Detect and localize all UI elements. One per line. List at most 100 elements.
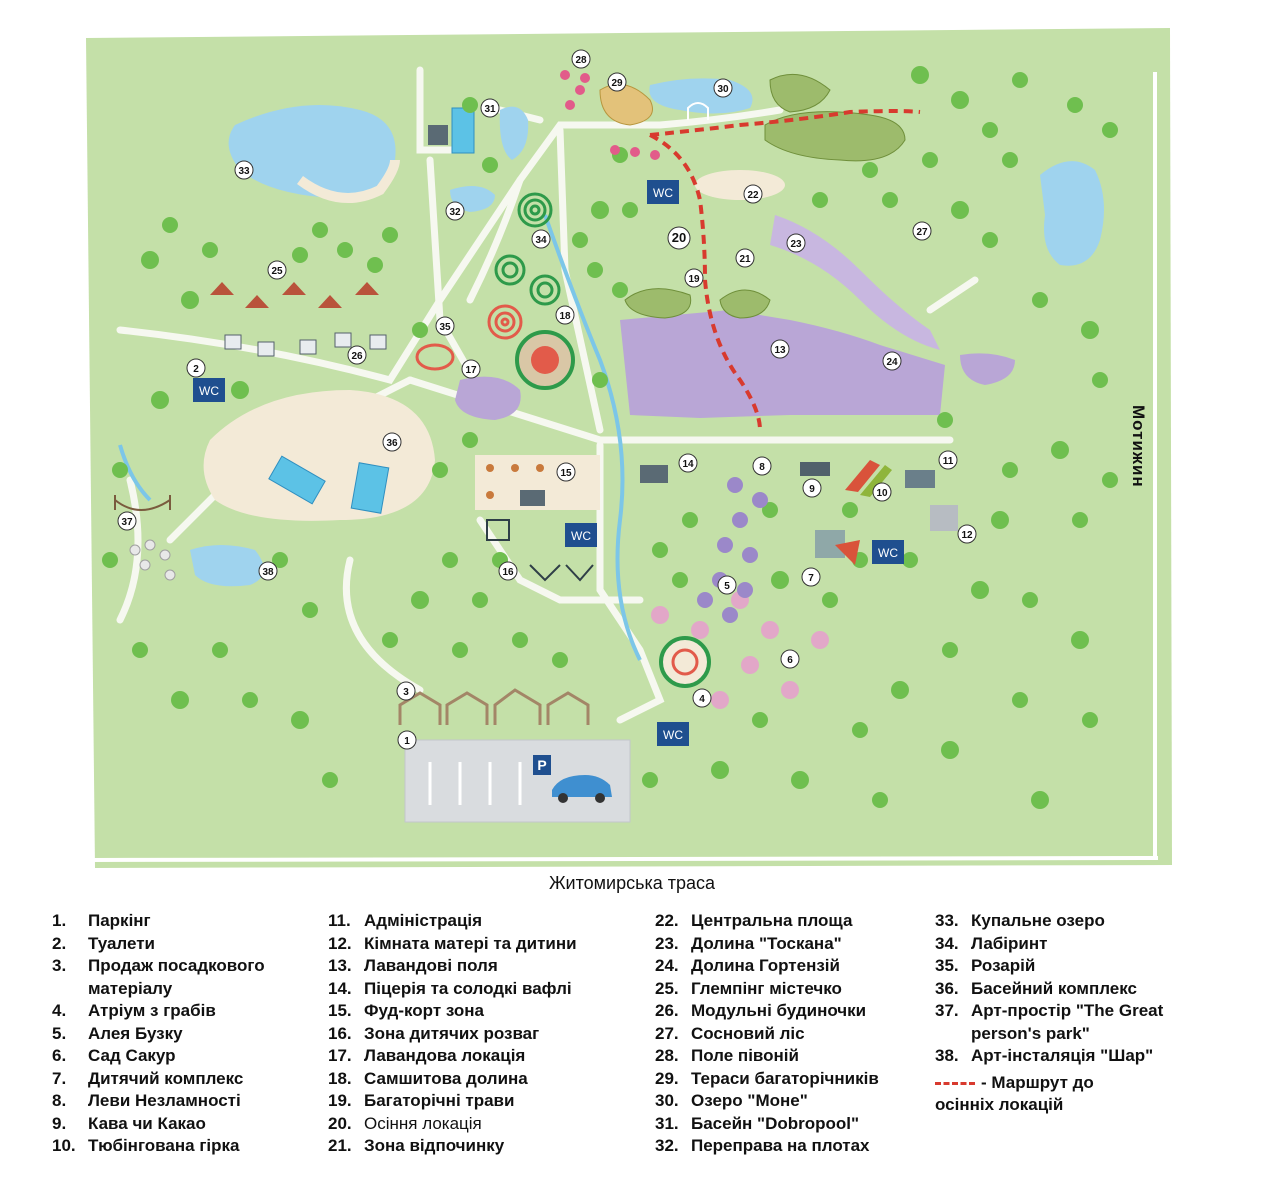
legend-item-number: 6. [52,1046,67,1065]
legend-item-number: 4. [52,1001,67,1020]
map-marker-number: 15 [560,468,572,479]
hornbeam-atrium [659,636,711,688]
map-marker-number: 28 [575,55,587,66]
legend-item-label: Сад Сакур [88,1046,176,1065]
kids-complex [815,530,860,565]
legend-item: 35.Розарій [935,955,1235,978]
legend-item-number: 29. [655,1068,679,1088]
legend-item: 7.Дитячий комплекс [52,1068,322,1091]
lake-bathing [228,105,396,199]
legend-item: 6. Сад Сакур [52,1045,322,1068]
legend-item-number: 20. [328,1113,352,1133]
map-marker-37: 37 [117,511,137,531]
legend-item-label: Басейн "Dobropool" [691,1113,860,1133]
glamping-tents [210,282,379,308]
legend-item: 28.Поле півоній [655,1045,930,1068]
legend-item: 15.Фуд-корт зона [328,1000,638,1023]
wc-sign-label: WC [199,384,219,398]
map-marker-16: 16 [498,561,518,581]
legend-item-number: 18. [328,1068,352,1088]
map-marker-number: 2 [193,364,199,375]
lavender-location-17 [455,376,521,420]
route-legend-line-1: - Маршрут до [981,1072,1094,1092]
legend-item: матеріалу [52,978,322,1001]
legend-item: 5.Алея Бузку [52,1023,322,1046]
lake-bathing-shore [297,159,400,203]
legend-item-label: Продаж посадкового [88,956,265,975]
wc-sign-label: WC [571,529,591,543]
map-marker-24: 24 [882,351,902,371]
legend-item-number: 7. [52,1068,67,1088]
legend-item-label: Тераси багаторічників [691,1068,879,1088]
legend-item-label: Долина Гортензій [691,956,840,975]
map-marker-26: 26 [347,345,367,365]
legend-item: 18.Самшитова долина [328,1068,638,1091]
legend-item: 38.Арт-інсталяція "Шар" [935,1045,1235,1068]
map-marker-number: 3 [403,687,409,698]
map-marker-14: 14 [678,453,698,473]
legend-item-number: 28. [655,1046,679,1065]
legend-item-label: Розарій [971,956,1036,975]
parking-lines [428,762,522,805]
map-marker-29: 29 [607,72,627,92]
perennial-grass-19b [719,289,771,319]
legend-item-label: Купальне озеро [971,911,1105,930]
legend-item-number: 9. [52,1113,67,1133]
legend-item-label: Багаторічні трави [364,1091,515,1110]
lavender-field-13 [620,310,945,418]
parking-sign [533,755,551,775]
map-marker-18: 18 [555,305,575,325]
legend-item: 14.Піцерія та солодкі вафлі [328,978,638,1001]
legend-item-label: person's park" [971,1023,1090,1043]
lilac-alley [697,477,768,623]
map-marker-number: 21 [739,254,751,265]
map-marker-number: 4 [699,694,705,705]
legend-item-number: 30. [655,1091,679,1110]
wc-sign-label: WC [878,546,898,560]
legend-item-number: 34. [935,933,959,953]
map-marker-1: 1 [397,730,417,750]
legend-item-number: 27. [655,1023,679,1043]
map-marker-number: 13 [774,345,786,356]
tubing-slide [845,460,892,497]
legend-item-label: Сосновий ліс [691,1023,805,1043]
map-marker-number: 27 [916,227,928,238]
map-marker-number: 11 [943,456,954,467]
food-court-tables [486,464,544,499]
legend-item-number: 8. [52,1091,67,1110]
legend-item-label: Туалети [88,933,156,953]
legend-item-number: 23. [655,933,679,953]
legend-item: 2. Туалети [52,933,322,956]
trees [102,66,1118,809]
legend-item: 36.Басейний комплекс [935,978,1235,1001]
stream-left [118,444,152,502]
legend-item-number: 24. [655,956,679,975]
gazebo-30 [687,102,709,120]
park-grass-area [86,28,1172,868]
wc-sign-label: WC [653,186,673,200]
legend-item: 31. Басейн "Dobropool" [655,1113,930,1136]
map-marker-number: 16 [502,567,514,578]
legend-item: 32.Переправа на плотах [655,1135,930,1158]
legend-item-number: 16. [328,1023,352,1043]
map-marker-number: 22 [747,190,759,201]
road-label-motyzhyn: Мотижин [1129,405,1148,488]
legend-item-label: Переправа на плотах [691,1136,870,1155]
map-marker-30: 30 [713,78,733,98]
legend-item: 24. Долина Гортензій [655,955,930,978]
wc-sign: WC [872,540,904,564]
legend-item: 19.Багаторічні трави [328,1090,638,1113]
wc-sign: WC [565,523,597,547]
road-line-bottom [89,856,1159,862]
legend-item: 20.Осіння локація [328,1113,638,1136]
legend-item: 8.Леви Незламності [52,1090,322,1113]
legend-item: 13.Лавандові поля [328,955,638,978]
legend-item-number: 2. [52,933,67,953]
legend-item-number: 36. [935,978,959,998]
legend-item-number: 31. [655,1113,679,1133]
legend-item: 27. Сосновий ліс [655,1023,930,1046]
